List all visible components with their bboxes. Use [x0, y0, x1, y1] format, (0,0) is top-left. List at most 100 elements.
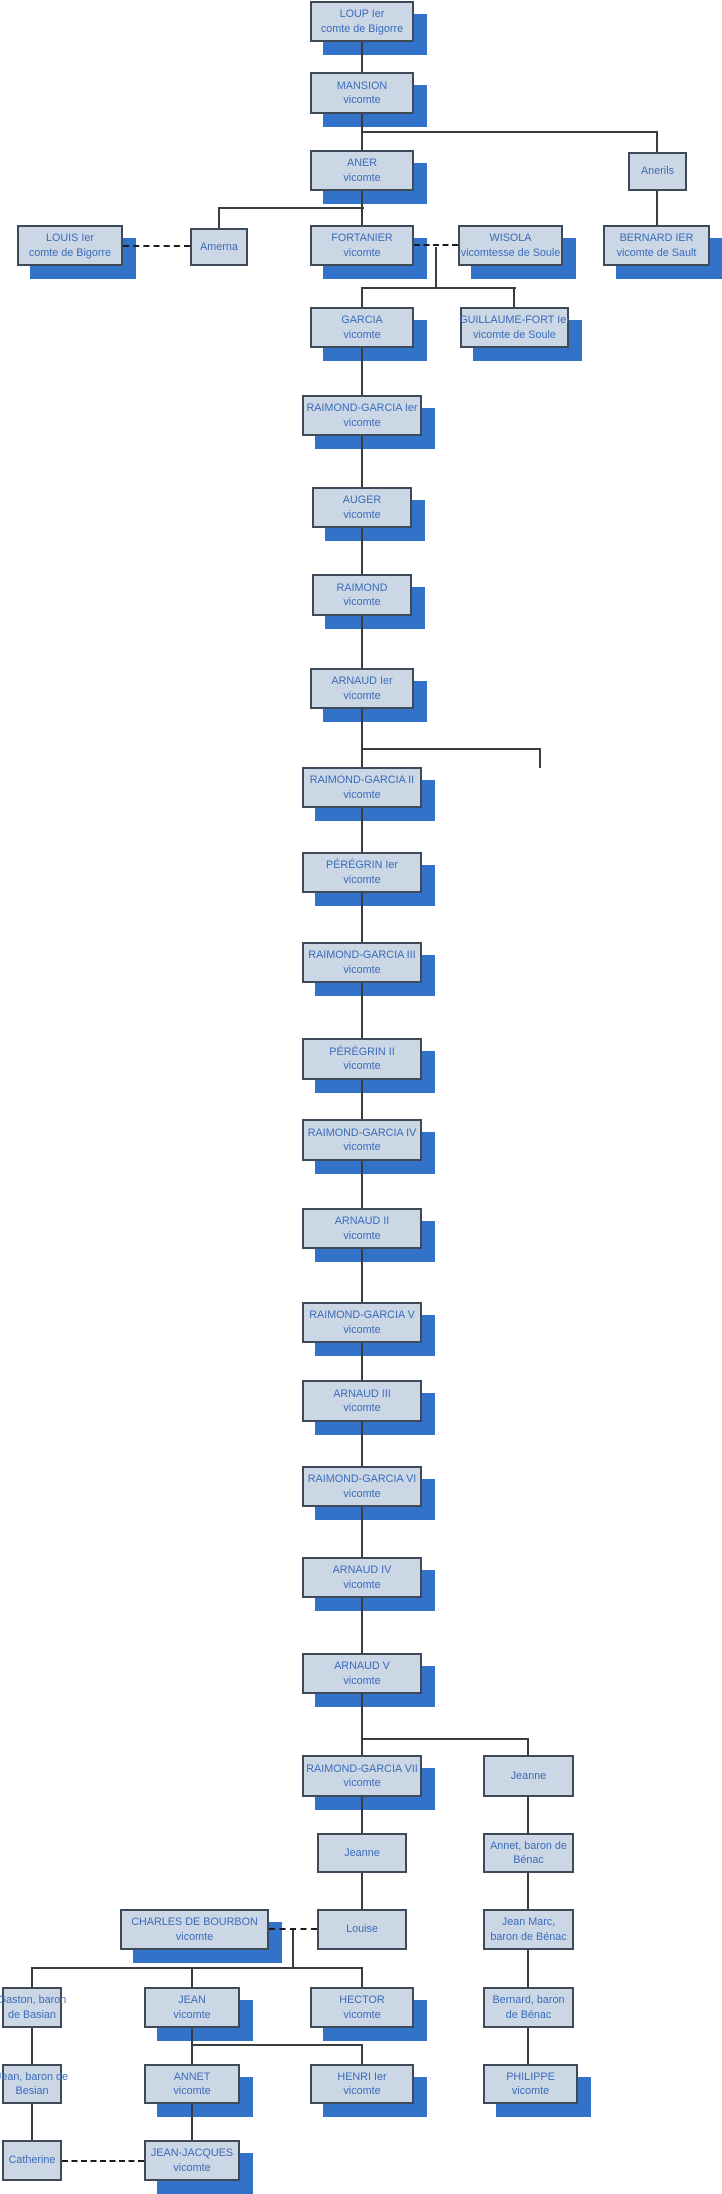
descent-connector-line	[513, 288, 515, 307]
person-title: vicomte	[343, 328, 381, 341]
descent-connector-line	[656, 191, 658, 225]
person-name: Gaston, baron de Basian	[0, 1994, 67, 2021]
person-name: CHARLES DE BOURBON	[131, 1916, 258, 1929]
descent-connector-line	[527, 1739, 529, 1755]
person-box-rg4: RAIMOND-GARCIA IV vicomte	[302, 1119, 422, 1161]
person-name: GUILLAUME-FORT Ier	[459, 314, 570, 327]
person-name: ANNET	[173, 2070, 211, 2083]
person-title: vicomte	[343, 1229, 381, 1242]
person-box-mansion: MANSION vicomte	[310, 72, 414, 114]
person-name: RAIMOND	[336, 581, 388, 594]
person-name: JEAN-JACQUES	[150, 2147, 234, 2160]
person-name: RAIMOND-GARCIA V	[309, 1309, 415, 1322]
descent-connector-line	[361, 131, 658, 133]
descent-connector-line	[361, 1343, 363, 1380]
descent-connector-line	[539, 749, 541, 768]
person-box-louise: Louise	[317, 1909, 407, 1950]
person-name: Annet, baron de Bénac	[490, 1839, 567, 1866]
descent-connector-line	[361, 709, 363, 767]
marriage-dashed-line	[62, 2160, 144, 2162]
person-name: RAIMOND-GARCIA VI	[307, 1473, 417, 1486]
person-box-anerils: Anerils	[628, 152, 687, 191]
person-name: PHILIPPE	[506, 2070, 555, 2083]
person-title: vicomte	[343, 1674, 381, 1687]
descent-connector-line	[31, 2104, 33, 2140]
descent-connector-line	[361, 1738, 529, 1740]
person-name: ARNAUD III	[333, 1387, 391, 1400]
descent-connector-line	[361, 983, 363, 1038]
person-box-annet-benac: Annet, baron de Bénac	[483, 1833, 574, 1873]
descent-connector-line	[191, 2044, 363, 2046]
person-title: vicomte	[343, 1060, 381, 1072]
descent-connector-line	[361, 1507, 363, 1557]
person-title: vicomte	[343, 508, 381, 521]
person-name: RAIMOND-GARCIA IV	[307, 1126, 417, 1139]
person-title: vicomte	[343, 689, 381, 702]
person-name: LOUP Ier	[339, 8, 385, 21]
descent-connector-line	[218, 208, 220, 228]
descent-connector-line	[361, 1598, 363, 1653]
descent-connector-line	[361, 748, 541, 750]
person-name: Jeanne	[344, 1846, 380, 1859]
person-title: vicomte	[343, 1402, 381, 1414]
person-title: vicomte de Soule	[473, 328, 556, 341]
descent-connector-line	[656, 132, 658, 152]
descent-connector-line	[361, 808, 363, 852]
person-title: vicomte	[343, 1487, 381, 1500]
descent-connector-line	[31, 1968, 33, 1987]
descent-connector-line	[361, 288, 363, 307]
person-box-jean-marc: Jean Marc, baron de Bénac	[483, 1909, 574, 1950]
person-box-jeanne-benac: Jeanne	[483, 1755, 574, 1797]
person-name: WISOLA	[489, 232, 532, 245]
descent-connector-line	[361, 528, 363, 574]
person-name: PÉRÉGRIN Ier	[326, 859, 398, 872]
person-title: vicomte	[175, 1930, 214, 1943]
person-name: ARNAUD V	[334, 1660, 390, 1673]
person-name: Jeanne	[510, 1769, 547, 1782]
descent-connector-line	[361, 1873, 363, 1909]
person-title: vicomte	[343, 788, 381, 801]
person-title: vicomte	[343, 2008, 381, 2021]
descent-connector-line	[527, 1950, 529, 1987]
person-name: LOUIS Ier	[45, 232, 94, 245]
descent-connector-line	[31, 2028, 33, 2064]
descent-connector-line	[31, 1967, 363, 1969]
descent-connector-line	[527, 1873, 529, 1909]
person-title: vicomte	[343, 94, 381, 106]
person-box-bernard-benac: Bernard, baron de Bénac	[483, 1987, 574, 2028]
person-title: vicomte	[343, 1323, 381, 1336]
person-name: Anerils	[640, 165, 674, 178]
person-title: vicomte	[343, 1141, 381, 1153]
descent-connector-line	[361, 1694, 363, 1755]
person-title: vicomte	[173, 2161, 211, 2174]
person-name: ARNAUD Ier	[331, 675, 393, 688]
person-name: HECTOR	[339, 1994, 385, 2007]
person-title: comte de Bigorre	[320, 22, 404, 35]
descent-connector-line	[361, 893, 363, 942]
descent-connector-line	[361, 1161, 363, 1208]
person-title: vicomte de Sault	[616, 246, 697, 259]
person-name: MANSION	[336, 79, 388, 92]
person-title: comte de Bigorre	[28, 246, 112, 259]
marriage-dashed-line	[123, 245, 190, 247]
person-name: JEAN	[178, 1994, 206, 2007]
person-name: ANER	[347, 157, 377, 170]
descent-connector-line	[361, 1797, 363, 1833]
person-name: Catherine	[8, 2154, 56, 2167]
person-name: Jean Marc, baron de Bénac	[490, 1916, 567, 1943]
person-name: Amerna	[200, 240, 238, 253]
